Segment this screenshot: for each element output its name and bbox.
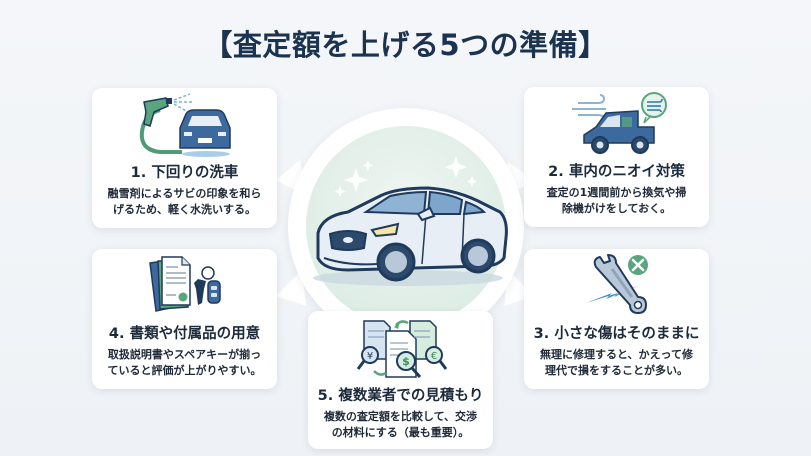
tip-card-multiple-quotes: ¥ $ € 5. 複数業者での見積もり 複数の査定額を比較して、交渉 の材料にす… [308, 311, 493, 449]
svg-text:$: $ [402, 355, 410, 368]
svg-text:€: € [430, 351, 436, 362]
tip-card-underbody-wash: 1. 下回りの洗車 融雪剤によるサビの印象を和ら げるため、軽く水洗いする。 [92, 88, 277, 228]
compare-quotes-icon: ¥ $ € [356, 320, 447, 378]
tip-card-documents: 4. 書類や付属品の用意 取扱説明書やスペアキーが揃っ ていると評価が上がりやす… [92, 249, 277, 389]
tip-card-leave-scratches: 3. 小さな傷はそのままに 無理に修理すると、かえって修 理代で損をすることが多… [524, 249, 709, 389]
card-description: 複数の査定額を比較して、交渉 の材料にする（最も重要）。 [308, 409, 493, 441]
svg-text:¥: ¥ [366, 351, 372, 362]
desc-line: 査定の1週間前から換気や掃 [546, 186, 687, 199]
desc-line: げるため、軽く水洗いする。 [113, 203, 256, 216]
desc-line: 融雪剤によるサビの印象を和ら [107, 187, 262, 200]
card-title: 1. 下回りの洗車 [130, 165, 239, 181]
center-hub [288, 108, 524, 344]
card-title: 2. 車内のニオイ対策 [548, 164, 685, 180]
car-wash-icon [139, 93, 231, 157]
no-repair-wrench-icon [585, 254, 648, 314]
tip-card-odor-control: 2. 車内のニオイ対策 査定の1週間前から換気や掃 除機がけをしておく。 [524, 87, 709, 227]
card-title: 5. 複数業者での見積もり [317, 388, 484, 404]
card-description: 査定の1週間前から換気や掃 除機がけをしておく。 [524, 185, 709, 217]
desc-line: の材料にする（最も重要）。 [331, 426, 470, 439]
desc-line: 無理に修理すると、かえって修 [539, 348, 693, 361]
documents-keys-icon [148, 256, 221, 312]
card-description: 融雪剤によるサビの印象を和ら げるため、軽く水洗いする。 [92, 186, 277, 218]
desc-line: 取扱説明書やスペアキーが揃っ [107, 348, 262, 361]
desc-line: ていると評価が上がりやすい。 [107, 364, 262, 377]
page-title: 【査定額を上げる5つの準備】 [203, 28, 608, 62]
card-title: 3. 小さな傷はそのままに [533, 326, 700, 342]
card-description: 取扱説明書やスペアキーが揃っ ていると評価が上がりやすい。 [92, 347, 277, 379]
desc-line: 複数の査定額を比較して、交渉 [323, 410, 478, 423]
desc-line: 理代で損をすることが多い。 [545, 364, 688, 377]
desc-line: 除機がけをしておく。 [561, 202, 672, 215]
car-ventilation-icon [571, 92, 667, 154]
car-illustration-icon [313, 156, 508, 286]
card-description: 無理に修理すると、かえって修 理代で損をすることが多い。 [524, 347, 709, 379]
card-title: 4. 書類や付属品の用意 [108, 326, 261, 342]
